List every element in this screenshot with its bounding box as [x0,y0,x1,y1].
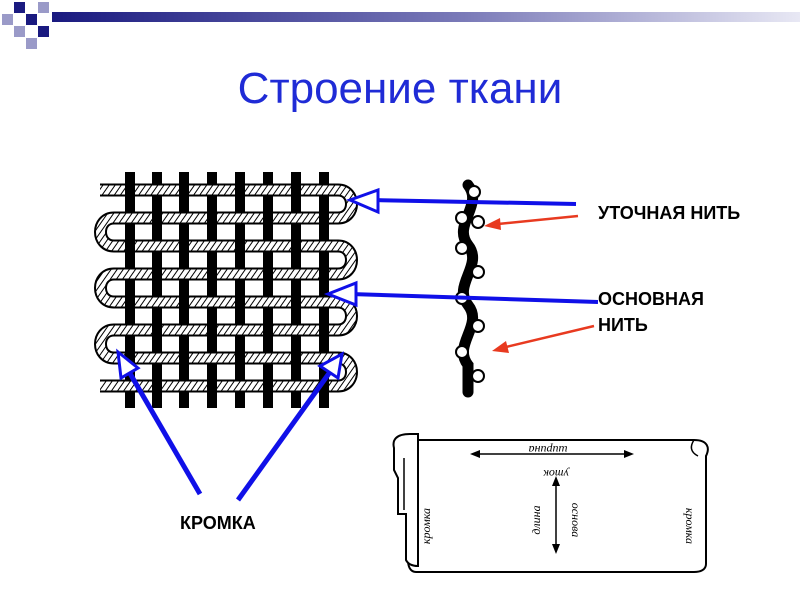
warp-crossing [179,238,189,254]
sheet-text-length: длина [529,505,543,534]
warp-crossing [179,182,189,198]
sheet-text-width: ширина [528,443,567,457]
weft-dot [471,215,485,229]
arrow-weft-line [369,198,577,206]
warp-crossing [291,238,301,254]
weft-dot [471,369,485,383]
arrow-selvage-right-head [317,351,344,381]
weft-dot [467,185,481,199]
header-gradient-bar [52,12,800,22]
arrow-warp-line [349,292,599,304]
weave-cross-section [455,179,485,398]
arrow-weft-head [345,187,380,215]
label-selvage: КРОМКА [180,513,256,533]
length-arrow-bottom-head [552,544,560,554]
weft-thread [94,183,358,393]
warp-crossing [152,378,162,394]
sheet-fold-right [690,439,699,457]
warp-thread [179,172,189,408]
warp-thread [152,172,162,408]
corner-square-7 [26,38,37,49]
warp-crossing [235,238,245,254]
arrow-selvage-left-line [125,368,203,496]
corner-square-6 [38,26,49,37]
warp-crossing [125,294,135,310]
warp-crossing [207,378,217,394]
weft-dot [471,265,485,279]
warp-crossing [291,182,301,198]
warp-crossing [263,210,273,226]
weft-dot [455,211,469,225]
arrow-selvage-left-head [116,348,141,381]
width-arrow-right-head [624,450,634,458]
corner-square-5 [14,26,25,37]
warp-threads [125,172,329,408]
label-weft-thread: УТОЧНАЯ НИТЬ [598,203,741,223]
warp-crossing [125,350,135,366]
warp-crossing [125,238,135,254]
warp-crossing [179,350,189,366]
blue-arrows [116,187,599,502]
weft-dot [471,319,485,333]
warp-crossing [319,322,329,338]
warp-overlaps [125,182,329,394]
corner-square-3 [2,14,13,25]
warp-crossing [125,182,135,198]
label-warp-thread: ОСНОВНАЯ НИТЬ [598,286,704,338]
warp-crossing [207,322,217,338]
red-arrows [484,214,595,353]
arrow-warp-head [323,280,358,308]
label-warp-line1: ОСНОВНАЯ [598,289,704,309]
warp-thread [235,172,245,408]
warp-thread [263,172,273,408]
warp-crossing [319,266,329,282]
width-arrow-left-head [470,450,480,458]
sheet-fold-left [392,433,419,568]
red-arrow-weft-head [484,218,501,230]
warp-crossing [152,322,162,338]
warp-thread [291,172,301,408]
warp-crossing [207,210,217,226]
fabric-sheet: ширина уток длина основа кромка кромка [392,433,709,573]
red-arrow-warp-line [505,324,595,349]
warp-thread [125,172,135,408]
red-arrow-weft-line [497,214,579,226]
sheet-outline [406,439,709,573]
warp-crossing [152,266,162,282]
warp-crossing [319,378,329,394]
warp-crossing [235,182,245,198]
weft-texture [96,185,356,391]
warp-crossing [263,322,273,338]
warp-crossing [319,210,329,226]
corner-square-4 [26,14,37,25]
warp-crossing [235,294,245,310]
warp-thread [319,172,329,408]
sheet-text-weft: уток [543,467,570,481]
arrow-selvage-right-line [235,370,333,502]
weft-dot [455,241,469,255]
warp-crossing [291,294,301,310]
warp-crossing [291,350,301,366]
warp-crossing [263,266,273,282]
corner-square-2 [38,2,49,13]
page-title: Строение ткани [237,64,563,113]
warp-crossing [179,294,189,310]
red-arrow-warp-head [492,341,509,353]
warp-crossing [263,378,273,394]
warp-crossing [152,210,162,226]
sheet-text-selvage-right: кромка [683,508,697,544]
length-arrow-top-head [552,476,560,486]
warp-crossing [235,350,245,366]
sheet-text-warp: основа [569,503,583,537]
weft-dot [455,345,469,359]
warp-crossing [207,266,217,282]
sheet-text-selvage-left: кромка [419,508,433,544]
label-warp-line2: НИТЬ [598,315,648,335]
corner-square-1 [14,2,25,13]
warp-thread [207,172,217,408]
